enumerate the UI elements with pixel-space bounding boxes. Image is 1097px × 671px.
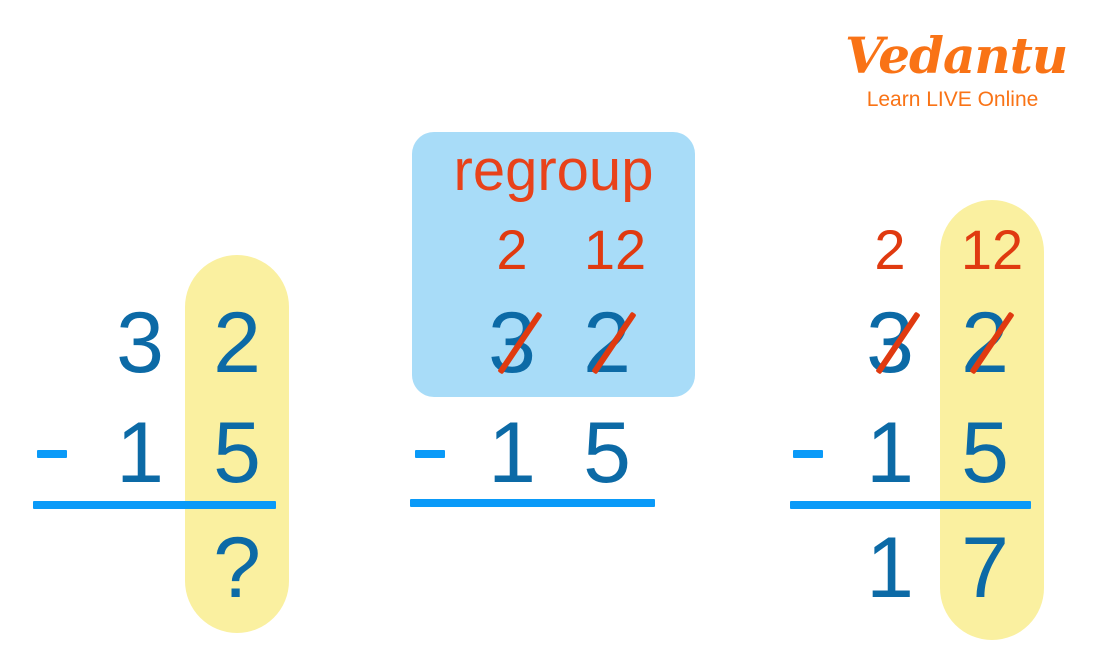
brand-wordmark: Vedantu: [845, 26, 1068, 85]
difference-tens-digit: 1: [866, 520, 914, 616]
ones-column-highlight: [940, 200, 1044, 640]
subtrahend-tens-digit: 1: [116, 405, 164, 501]
regroup-mark-tens: 2: [496, 218, 528, 281]
subtrahend-ones-digit: 5: [961, 405, 1009, 501]
ones-column-highlight: [185, 255, 289, 633]
subtrahend-tens-digit: 1: [866, 405, 914, 501]
subtrahend-ones-digit: 5: [583, 405, 631, 501]
subtrahend-ones-digit: 5: [213, 405, 261, 501]
minus-operator: [415, 450, 445, 458]
minuend-tens-digit: 3: [488, 295, 536, 391]
minuend-tens-digit: 3: [866, 295, 914, 391]
vedantu-logo: Vedantu Learn LIVE Online: [845, 25, 1068, 120]
minus-operator: [37, 450, 67, 458]
minus-operator: [793, 450, 823, 458]
minuend-ones-digit: 2: [961, 295, 1009, 391]
answer-rule: [790, 501, 1031, 509]
answer-rule: [33, 501, 276, 509]
brand-tagline: Learn LIVE Online: [866, 88, 1039, 111]
regroup-callout-label: regroup: [453, 138, 654, 203]
regroup-mark-tens: 2: [874, 218, 906, 281]
difference-ones-digit: ?: [213, 520, 261, 616]
minuend-ones-digit: 2: [213, 295, 261, 391]
regroup-callout-box: [412, 132, 695, 397]
regroup-mark-ones: 12: [960, 218, 1024, 281]
minuend-ones-digit: 2: [583, 295, 631, 391]
difference-ones-digit: 7: [961, 520, 1009, 616]
minuend-tens-digit: 3: [116, 295, 164, 391]
regroup-mark-ones: 12: [583, 218, 647, 281]
subtrahend-tens-digit: 1: [488, 405, 536, 501]
answer-rule: [410, 499, 655, 507]
